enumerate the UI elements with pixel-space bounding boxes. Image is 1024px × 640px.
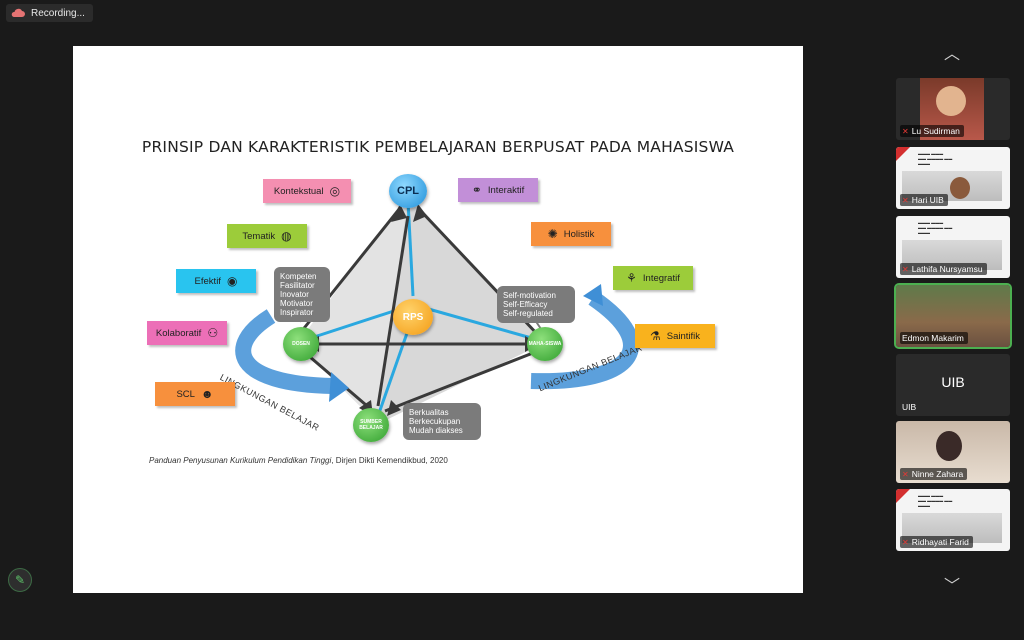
node-dosen: DOSEN	[283, 327, 319, 361]
mahasiswa-traits-bubble: Self-motivation Self-Efficacy Self-regul…	[497, 286, 575, 323]
target-icon: ◎	[329, 184, 341, 198]
shared-screen-slide: PRINSIP DAN KARAKTERISTIK PEMBELAJARAN B…	[73, 46, 803, 593]
participant-face	[936, 431, 962, 461]
cloud-record-icon	[10, 8, 26, 18]
participant-name-tag: ✕Ninne Zahara	[900, 468, 968, 480]
network-icon: ⚇	[207, 326, 219, 340]
participant-name-tag: ✕Lathifa Nursyamsu	[900, 263, 987, 275]
participant-tile[interactable]: ▬▬▬ ▬▬▬▬▬ ▬▬▬▬ ▬▬▬▬▬ ✕Ridhayati Farid	[896, 489, 1010, 551]
participant-face	[936, 86, 966, 116]
mic-muted-icon: ✕	[902, 469, 909, 479]
slide-title: PRINSIP DAN KARAKTERISTIK PEMBELAJARAN B…	[141, 138, 735, 156]
tag-kolaboratif: Kolaboratif⚇	[147, 321, 227, 345]
participant-name-tag: Edmon Makarim	[900, 332, 968, 344]
participant-tile-active-speaker[interactable]: Edmon Makarim	[894, 283, 1012, 349]
node-cpl: CPL	[389, 174, 427, 208]
participant-name-tag: ✕Hari UIB	[900, 194, 948, 206]
participant-tile[interactable]: UIB UIB	[896, 354, 1010, 416]
sumber-traits-bubble: Berkualitas Berkecukupan Mudah diakses	[403, 403, 481, 440]
tag-saintifik: ⚗Saintifik	[635, 324, 715, 348]
slide-source-citation: Panduan Penyusunan Kurikulum Pendidikan …	[149, 456, 448, 465]
tag-tematik: Tematik◍	[227, 224, 307, 248]
tag-holistik: ✺Holistik	[531, 222, 611, 246]
share-icon: ⚭	[471, 183, 482, 197]
participant-tile[interactable]: ✕Ninne Zahara	[896, 421, 1010, 483]
microscope-icon: ⚗	[649, 329, 661, 343]
mic-muted-icon: ✕	[902, 537, 909, 547]
tag-integratif: ⚘Integratif	[613, 266, 693, 290]
chevron-down-icon[interactable]: ﹀	[943, 578, 960, 595]
participant-tile[interactable]: ✕Lu Sudirman	[896, 78, 1010, 140]
participant-initials: UIB	[941, 374, 965, 390]
hub-icon: ✺	[547, 227, 558, 241]
participant-face	[950, 177, 970, 199]
participant-tile[interactable]: ▬▬▬ ▬▬▬▬▬ ▬▬▬▬ ▬▬▬▬▬ ✕Lathifa Nursyamsu	[896, 216, 1010, 278]
chevron-up-icon[interactable]: ︿	[943, 46, 960, 63]
pencil-icon: ✎	[14, 573, 26, 587]
group-icon: ☻	[200, 387, 214, 401]
participant-name-tag: ✕Ridhayati Farid	[900, 536, 973, 548]
node-sumber-belajar: SUMBER BELAJAR	[353, 408, 389, 442]
participant-tile[interactable]: ▬▬▬ ▬▬▬▬▬ ▬▬▬▬ ▬▬▬▬▬ ✕Hari UIB	[896, 147, 1010, 209]
recording-indicator[interactable]: Recording...	[6, 4, 93, 22]
participant-name-tag: UIB	[902, 402, 917, 412]
bullseye-icon: ◉	[226, 274, 238, 288]
mic-muted-icon: ✕	[902, 264, 909, 274]
dosen-traits-bubble: Kompeten Fasilitator Inovator Motivator …	[274, 267, 330, 322]
node-rps: RPS	[393, 299, 433, 335]
globe-icon: ◍	[281, 229, 292, 243]
node-mahasiswa: MAHA-SISWA	[527, 327, 563, 361]
tag-efektif: Efektif◉	[176, 269, 256, 293]
recording-label: Recording...	[31, 7, 85, 19]
molecule-icon: ⚘	[626, 271, 637, 285]
tag-interaktif: ⚭Interaktif	[458, 178, 538, 202]
mic-muted-icon: ✕	[902, 195, 909, 205]
pyramid-diagram	[235, 194, 639, 424]
tag-scl: SCL☻	[155, 382, 235, 406]
annotate-button[interactable]: ✎	[8, 568, 32, 592]
mic-muted-icon: ✕	[902, 126, 909, 136]
tag-kontekstual: Kontekstual◎	[263, 179, 351, 203]
participant-name-tag: ✕Lu Sudirman	[900, 125, 964, 137]
